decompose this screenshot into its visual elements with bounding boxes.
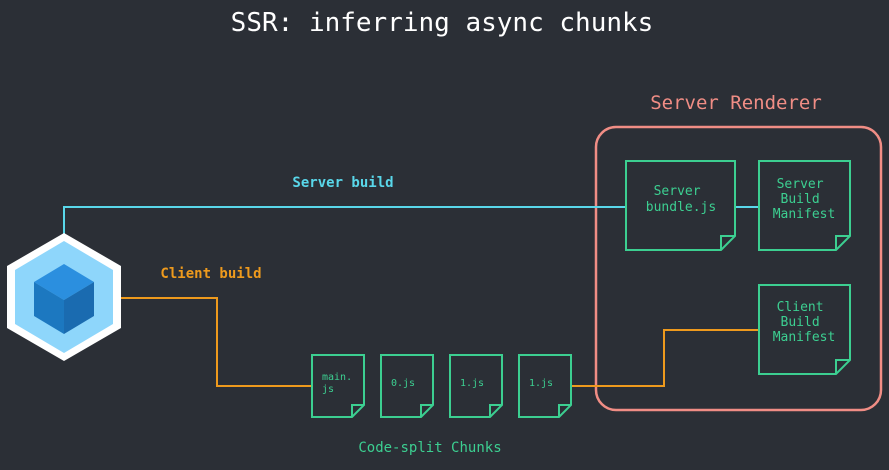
document-folded-corner-icon bbox=[311, 354, 365, 418]
client-build-edge bbox=[119, 297, 312, 387]
svg-text:main. js: main. js bbox=[322, 372, 358, 395]
chunk-file-0: 0.js bbox=[380, 354, 434, 418]
server-build-edge bbox=[63, 206, 626, 244]
webpack-logo-icon bbox=[7, 233, 121, 361]
chunk-file-1: 1.js bbox=[449, 354, 503, 418]
chunk-to-client-manifest-edge bbox=[571, 329, 759, 387]
client-manifest-line-3: Manifest bbox=[773, 330, 836, 345]
client-manifest-line-2: Build bbox=[781, 315, 820, 330]
chunk-0-label: 0.js bbox=[391, 378, 415, 389]
document-folded-corner-icon bbox=[758, 160, 851, 251]
document-folded-corner-icon bbox=[625, 160, 736, 251]
server-bundle-file: Server bundle.js bbox=[625, 160, 736, 251]
chunk-main-line-2: js bbox=[322, 384, 334, 395]
chunk-main-line-1: main. bbox=[322, 372, 352, 383]
chunk-1-label: 1.js bbox=[460, 378, 484, 389]
svg-text:Client Build Manif: Client Build Manifest bbox=[773, 300, 836, 345]
document-folded-corner-icon bbox=[449, 354, 503, 418]
server-manifest-line-3: Manifest bbox=[773, 207, 836, 222]
diagram-title: SSR: inferring async chunks bbox=[231, 8, 654, 38]
svg-text:Server Build Manif: Server Build Manifest bbox=[773, 177, 836, 222]
server-renderer-label: Server Renderer bbox=[650, 92, 822, 114]
client-build-manifest-file: Client Build Manifest bbox=[758, 284, 851, 375]
server-manifest-line-1: Server bbox=[777, 177, 824, 192]
server-build-label: Server build bbox=[292, 175, 393, 191]
server-bundle-line-2: bundle.js bbox=[646, 200, 716, 215]
server-manifest-line-2: Build bbox=[781, 192, 820, 207]
document-folded-corner-icon bbox=[518, 354, 572, 418]
chunk-1b-label: 1.js bbox=[529, 378, 553, 389]
document-folded-corner-icon bbox=[758, 284, 851, 375]
chunk-file-1-b: 1.js bbox=[518, 354, 572, 418]
server-bundle-line-1: Server bbox=[654, 184, 701, 199]
svg-text:Server bundle.js: Server bundle.js bbox=[646, 184, 716, 215]
server-renderer-box bbox=[594, 125, 883, 412]
client-manifest-line-1: Client bbox=[777, 300, 824, 315]
chunks-caption: Code-split Chunks bbox=[358, 440, 501, 456]
document-folded-corner-icon bbox=[380, 354, 434, 418]
client-build-label: Client build bbox=[160, 266, 261, 282]
chunk-file-main: main. js bbox=[311, 354, 365, 418]
server-build-manifest-file: Server Build Manifest bbox=[758, 160, 851, 251]
